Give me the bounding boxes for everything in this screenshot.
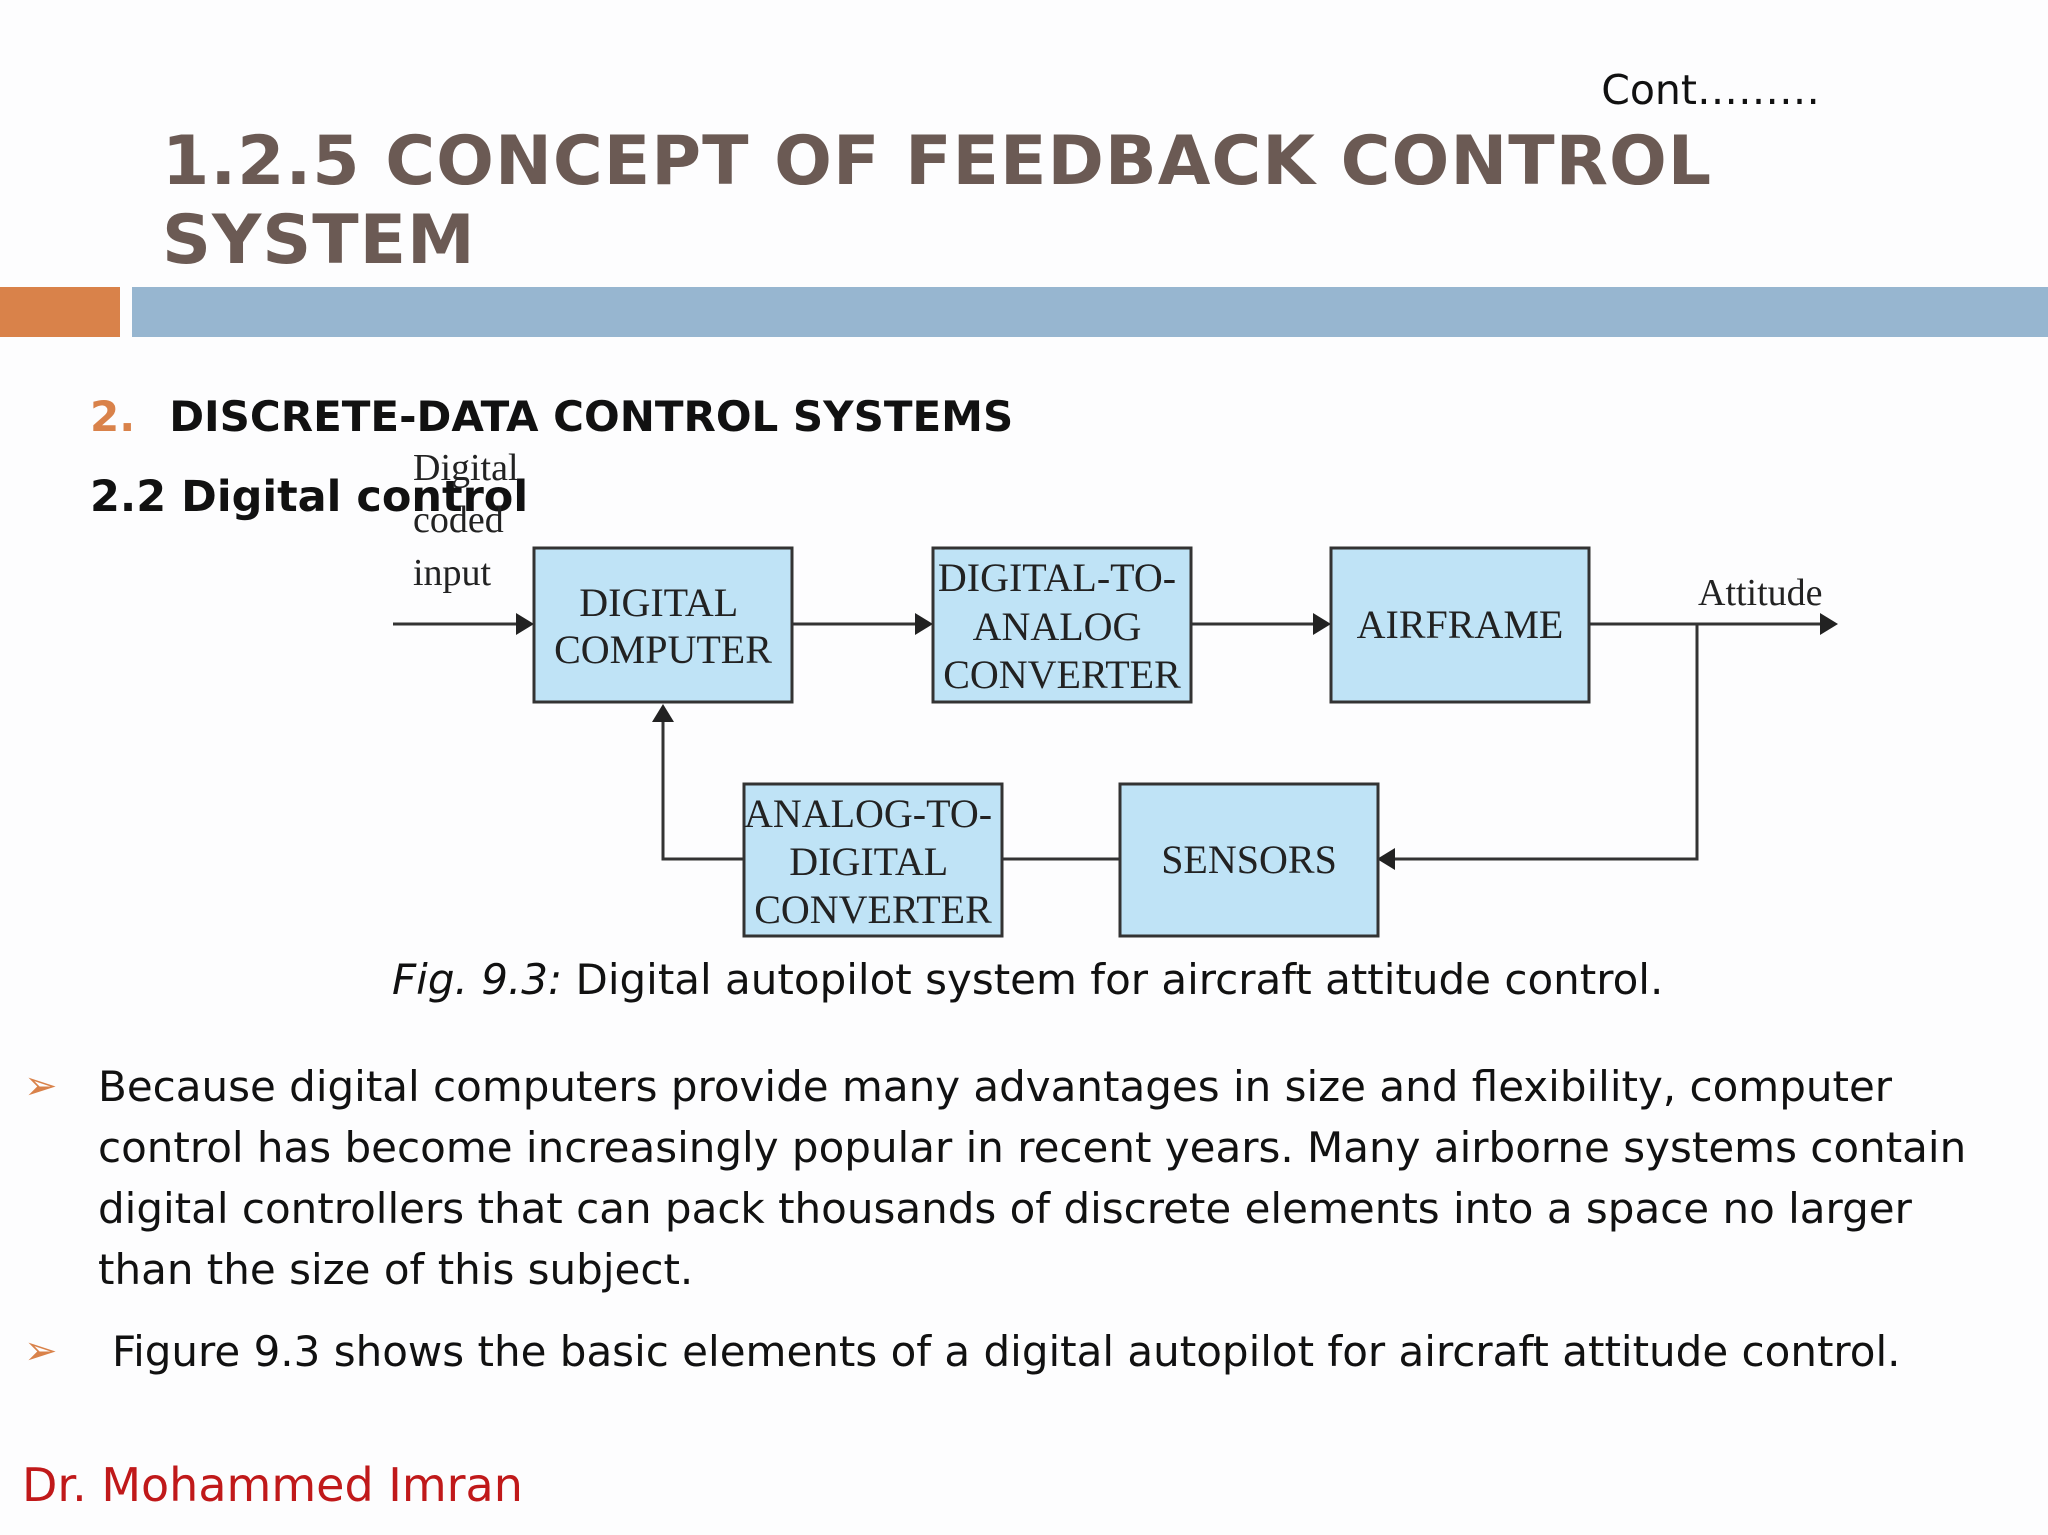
- dac-block: [931, 546, 1193, 704]
- continued-label: Cont………: [1601, 66, 1820, 114]
- wire-adc-computer: [661, 718, 744, 861]
- dac-label: DIGITAL-TO- ANALOG CONVERTER: [938, 555, 1186, 697]
- section-number: 2.: [90, 392, 136, 441]
- output-label: Attitude: [1698, 572, 1823, 614]
- arrow-to-sensors: [1377, 848, 1395, 870]
- accent-bar-orange: [0, 287, 120, 337]
- input-label: Digital coded input: [413, 447, 528, 594]
- block-diagram: Digital coded input DIGITAL COMPUTER DIG…: [393, 447, 1838, 938]
- accent-bar-blue: [132, 287, 2048, 337]
- arrow-to-computer: [652, 704, 674, 722]
- arrow-bullet-icon: ➢: [24, 1328, 58, 1374]
- airframe-block: [1329, 546, 1591, 704]
- author-name: Dr. Mohammed Imran: [22, 1458, 523, 1512]
- output-arrow: [1820, 613, 1838, 635]
- digital-computer-block: [532, 546, 794, 704]
- feedback-wire-to-sensors: [1390, 624, 1699, 861]
- adc-label: ANALOG-TO- DIGITAL CONVERTER: [744, 791, 1002, 932]
- section-title: DISCRETE-DATA CONTROL SYSTEMS: [169, 392, 1014, 441]
- subsection-heading: 2.2 Digital control: [90, 472, 529, 522]
- bullet-text: Figure 9.3 shows the basic elements of a…: [112, 1327, 1901, 1376]
- sensors-label: SENSORS: [1161, 837, 1337, 882]
- figure-caption: Fig. 9.3: Digital autopilot system for a…: [392, 955, 1663, 1004]
- arrow-to-dac: [915, 613, 933, 635]
- adc-block: [742, 782, 1004, 938]
- sensors-block: [1118, 782, 1380, 938]
- figure-number: Fig. 9.3:: [392, 955, 563, 1004]
- section-heading: 2. DISCRETE-DATA CONTROL SYSTEMS: [90, 392, 1013, 441]
- digital-computer-label: DIGITAL COMPUTER: [554, 580, 772, 672]
- arrow-bullet-icon: ➢: [24, 1063, 58, 1109]
- input-arrow: [516, 613, 534, 635]
- bullet-text: Because digital computers provide many a…: [98, 1062, 1967, 1294]
- slide-title: 1.2.5 CONCEPT OF FEEDBACK CONTROL SYSTEM: [162, 122, 1713, 280]
- figure-caption-text: Digital autopilot system for aircraft at…: [562, 955, 1664, 1004]
- airframe-label: AIRFRAME: [1357, 602, 1564, 647]
- arrow-to-airframe: [1313, 613, 1331, 635]
